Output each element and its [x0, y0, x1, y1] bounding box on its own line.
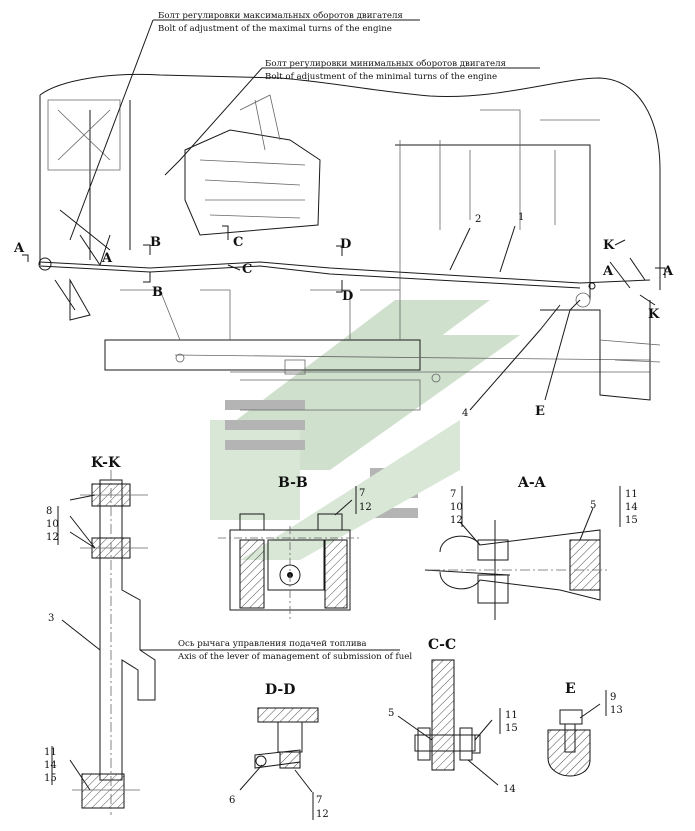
section-aa-title: A-A — [517, 475, 547, 491]
aa-label-7: 7 — [450, 489, 456, 500]
aa-label-14: 14 — [625, 502, 638, 513]
cc-label-14: 14 — [503, 784, 516, 795]
marker-k-bottom: K — [648, 307, 660, 322]
aa-label-10: 10 — [450, 502, 463, 513]
callout-max-bolt-en: Bolt of adjustment of the maximal turns … — [158, 24, 392, 34]
cc-label-5: 5 — [388, 708, 394, 719]
section-dd — [239, 707, 319, 793]
bb-label-12: 12 — [359, 502, 372, 513]
section-bb-title: B-B — [278, 475, 308, 491]
aa-label-15: 15 — [625, 515, 638, 526]
section-cc — [397, 659, 499, 786]
label-brackets — [51, 486, 621, 820]
cc-label-15: 15 — [505, 723, 518, 734]
kk-label-15: 15 — [44, 773, 57, 784]
kk-label-3: 3 — [48, 613, 54, 624]
dd-label-7: 7 — [316, 795, 322, 806]
section-cc-title: C-C — [428, 637, 456, 653]
section-bb — [218, 499, 362, 620]
marker-a-left-1: A — [13, 241, 25, 256]
section-aa — [424, 507, 610, 620]
dd-label-6: 6 — [229, 795, 235, 806]
section-e-title: E — [565, 681, 576, 697]
marker-c-top: C — [233, 235, 243, 250]
section-dd-title: D-D — [265, 682, 295, 698]
bb-label-7: 7 — [359, 488, 365, 499]
cc-label-11: 11 — [505, 710, 518, 721]
view-e — [547, 703, 601, 777]
marker-a-left-2: A — [101, 251, 113, 266]
marker-c-bottom: C — [242, 262, 252, 277]
watermark-logo — [210, 300, 520, 560]
marker-b-bottom: B — [152, 285, 163, 300]
main-assembly-view — [38, 73, 661, 411]
part-number-4: 4 — [462, 408, 468, 419]
kk-label-8: 8 — [46, 506, 52, 517]
aa-label-12: 12 — [450, 515, 463, 526]
leader-lines — [69, 19, 581, 411]
marker-k-top: K — [603, 238, 615, 253]
part-number-2: 2 — [475, 214, 481, 225]
kk-label-12: 12 — [46, 532, 59, 543]
e-label-13: 13 — [610, 705, 623, 716]
callout-min-bolt-ru: Болт регулировки минимальных оборотов дв… — [265, 58, 506, 69]
marker-a-right-2: A — [662, 264, 674, 279]
kk-label-14: 14 — [44, 760, 57, 771]
callout-axis-en: Axis of the lever of management of submi… — [177, 652, 412, 662]
marker-d-top: D — [340, 237, 351, 252]
view-marker-e: E — [535, 404, 545, 419]
aa-label-5: 5 — [590, 500, 596, 511]
section-kk — [61, 470, 400, 815]
callout-axis-ru: Ось рычага управления подачей топлива — [178, 639, 367, 649]
marker-b-top: B — [150, 235, 161, 250]
kk-label-10: 10 — [46, 519, 59, 530]
callout-min-bolt-en: Bolt of adjustment of the minimal turns … — [265, 72, 497, 82]
e-label-9: 9 — [610, 692, 616, 703]
marker-d-bottom: D — [342, 289, 353, 304]
section-kk-title: K-K — [91, 455, 121, 471]
marker-a-right-1: A — [602, 264, 614, 279]
aa-label-11: 11 — [625, 489, 638, 500]
section-markers — [22, 225, 666, 306]
callout-max-bolt-ru: Болт регулировки максимальных оборотов д… — [158, 10, 403, 21]
dd-label-12: 12 — [316, 809, 329, 820]
kk-label-11: 11 — [44, 747, 57, 758]
part-number-1: 1 — [518, 212, 524, 223]
